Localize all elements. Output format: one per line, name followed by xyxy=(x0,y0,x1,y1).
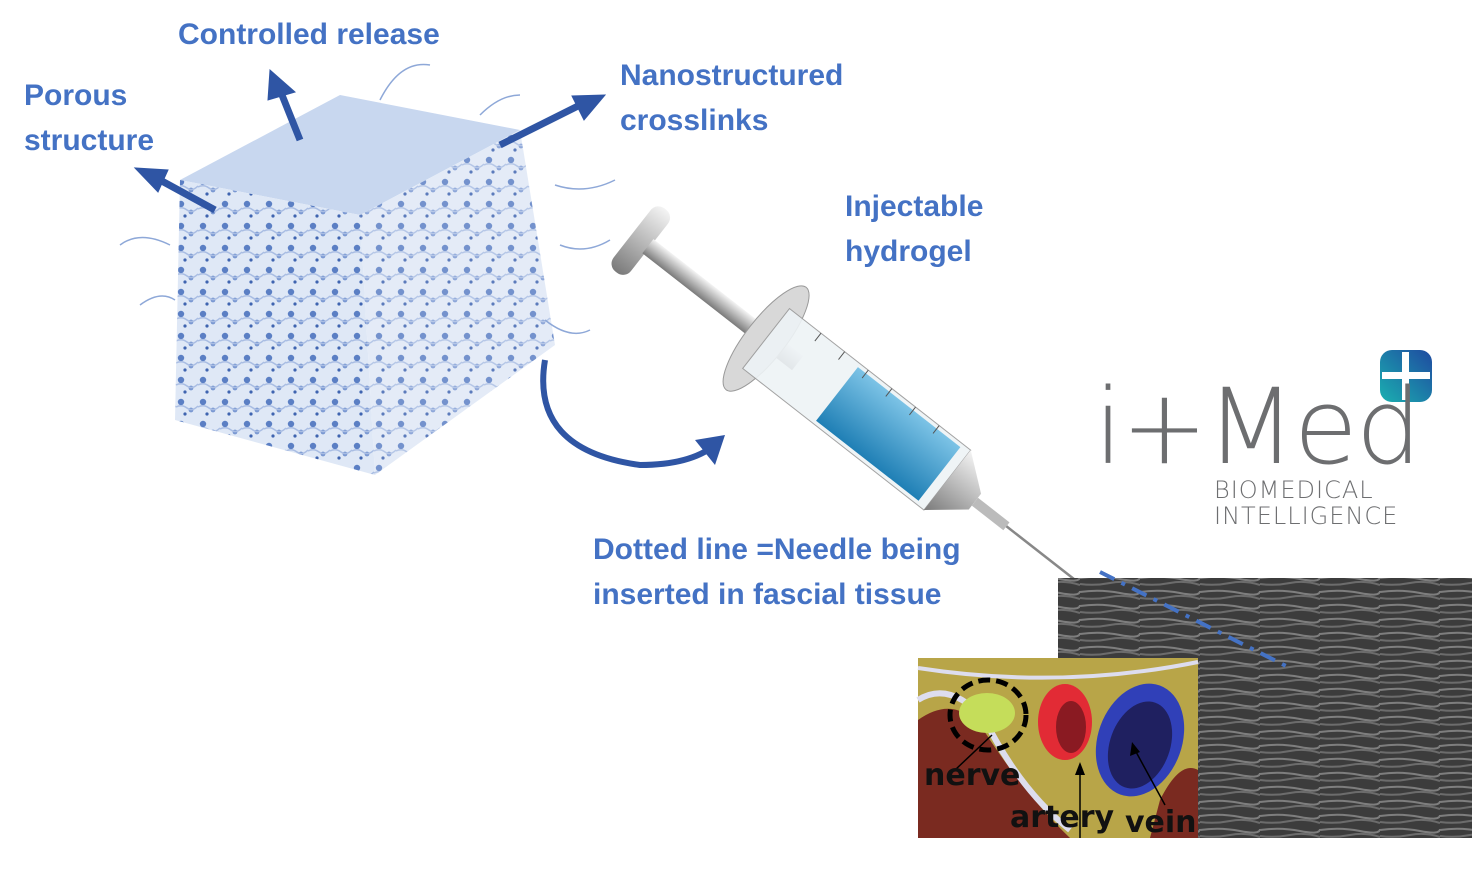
arrow-right-icon xyxy=(571,94,607,121)
nerve-shape xyxy=(959,693,1015,733)
label-injectable-line2: hydrogel xyxy=(845,235,972,268)
label-vein: vein xyxy=(1125,805,1197,840)
hydrogel-liquid xyxy=(816,367,961,501)
logo-tagline-line1: BIOMEDICAL xyxy=(1214,476,1374,504)
label-nano-line1: Nanostructured xyxy=(620,59,844,92)
plunger-flange xyxy=(611,206,671,275)
label-injectable-line1: Injectable xyxy=(845,190,984,223)
label-porous-line2: structure xyxy=(24,124,155,157)
syringe xyxy=(611,206,1106,605)
label-porous-line1: Porous xyxy=(24,79,128,112)
label-needle-line1: Dotted line =Needle being xyxy=(593,533,961,566)
logo-cross-mark xyxy=(1380,350,1432,402)
nerve-highlight-circle xyxy=(947,677,1029,753)
curved-arrow-head-icon xyxy=(695,435,725,465)
label-controlled-release: Controlled release xyxy=(178,18,440,51)
anatomy-inset xyxy=(916,658,1199,838)
logo-tagline-line2: INTELLIGENCE xyxy=(1214,502,1399,530)
barrel-tip xyxy=(923,450,982,511)
label-nano-line2: crosslinks xyxy=(620,104,769,137)
muscle-region xyxy=(918,708,1070,838)
release-arrows xyxy=(133,68,607,214)
arrow-up-icon xyxy=(267,68,297,101)
diffusion-squiggles xyxy=(119,63,616,335)
cube-side-face xyxy=(360,130,555,475)
curved-transition-arrow xyxy=(540,359,717,469)
cube-top-face xyxy=(180,95,520,215)
needle-hub xyxy=(971,497,1010,531)
logo-wordmark: i+Med xyxy=(1094,366,1422,488)
label-needle-line2: inserted in fascial tissue xyxy=(593,578,942,611)
label-nerve: nerve xyxy=(924,758,1021,793)
label-artery: artery xyxy=(1010,800,1115,835)
cube-front-face xyxy=(175,180,375,475)
arrow-left-icon xyxy=(133,167,169,193)
hydrogel-cube xyxy=(175,95,555,475)
